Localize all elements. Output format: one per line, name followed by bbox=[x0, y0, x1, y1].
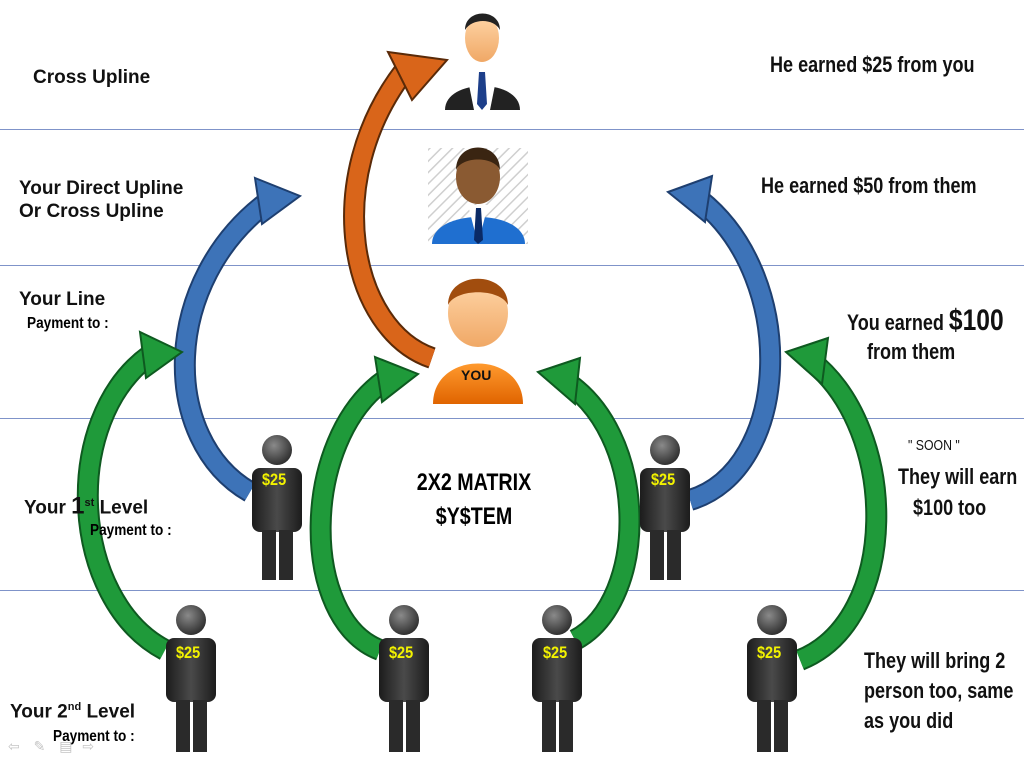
note-from-them: from them bbox=[867, 339, 956, 364]
note-bring-line1: They will bring 2 bbox=[864, 648, 1006, 673]
note-you-earned-amount: $100 bbox=[948, 304, 1004, 337]
green-arrow-mid-right bbox=[536, 356, 641, 650]
back-arrow-icon[interactable]: ⇦ bbox=[8, 738, 20, 754]
amount-level2-d: $25 bbox=[757, 643, 782, 662]
you-label: YOU bbox=[461, 367, 492, 383]
matrix-line-1: 2X2 MATRIX bbox=[416, 469, 532, 496]
stick-figure-level2-d bbox=[747, 605, 797, 752]
forward-arrow-icon[interactable]: ⇨ bbox=[82, 738, 95, 754]
note-bring-line3: as you did bbox=[864, 708, 954, 733]
label-direct-upline-line1: Your Direct Upline bbox=[19, 178, 184, 199]
note-you-earned: You earned $100 bbox=[847, 304, 1004, 338]
blue-arrow-right bbox=[665, 174, 782, 511]
stick-figure-level2-b bbox=[379, 605, 429, 752]
amount-level2-c: $25 bbox=[543, 643, 568, 662]
label-payment-to-line: Payment to : bbox=[27, 315, 109, 332]
note-you-earned-text: You earned bbox=[847, 310, 949, 335]
label-1st-pre: Your bbox=[24, 497, 72, 519]
orange-arrow bbox=[343, 50, 449, 369]
pen-icon[interactable]: ✎ bbox=[33, 738, 46, 754]
label-2nd-pre: Your 2 bbox=[10, 701, 68, 723]
stick-figure-level1-left bbox=[252, 435, 302, 580]
note-he-earned-25: He earned $25 from you bbox=[770, 52, 975, 77]
note-he-earned-50: He earned $50 from them bbox=[761, 173, 977, 198]
label-cross-upline: Cross Upline bbox=[33, 67, 151, 88]
row-divider bbox=[0, 129, 1024, 130]
slide-nav: ⇦ ✎ ▤ ⇨ bbox=[8, 738, 94, 755]
stick-figure-level2-c bbox=[532, 605, 582, 752]
note-they-100-too: $100 too bbox=[913, 495, 987, 520]
label-1st-post: Level bbox=[94, 497, 149, 519]
label-1st-sup: st bbox=[84, 497, 95, 509]
label-your-1st-level: Your 1st Level bbox=[24, 492, 148, 519]
manager-icon bbox=[428, 147, 528, 244]
label-direct-upline: Your Direct Upline Or Cross Upline bbox=[19, 177, 183, 223]
label-payment-to-1st: Payment to : bbox=[90, 522, 172, 539]
note-soon: " SOON " bbox=[908, 437, 960, 454]
green-arrow-far-left bbox=[76, 330, 184, 660]
label-payment-to-2nd: Payment to : bbox=[53, 728, 135, 745]
label-2nd-sup: nd bbox=[67, 701, 82, 713]
you-person-icon bbox=[433, 278, 523, 404]
stick-figure-level2-a bbox=[166, 605, 216, 752]
label-direct-upline-line2: Or Cross Upline bbox=[19, 201, 164, 222]
green-arrow-far-right bbox=[784, 336, 888, 671]
blue-arrow-left bbox=[173, 176, 303, 502]
row-divider bbox=[0, 418, 1024, 419]
note-bring-line2: person too, same bbox=[864, 678, 1014, 703]
amount-level1-left: $25 bbox=[262, 470, 287, 489]
matrix-title: 2X2 MATRIX $Y$TEM bbox=[384, 466, 564, 534]
businessman-icon bbox=[445, 13, 520, 110]
label-your-line: Your Line bbox=[19, 289, 106, 310]
note-they-will-earn: They will earn bbox=[898, 464, 1018, 489]
row-divider bbox=[0, 590, 1024, 591]
amount-level2-b: $25 bbox=[389, 643, 414, 662]
label-1st-num: 1 bbox=[71, 492, 85, 520]
stick-figure-level1-right bbox=[640, 435, 690, 580]
slides-icon[interactable]: ▤ bbox=[59, 738, 73, 754]
amount-level1-right: $25 bbox=[651, 470, 676, 489]
label-your-2nd-level: Your 2nd Level bbox=[10, 696, 135, 723]
amount-level2-a: $25 bbox=[176, 643, 201, 662]
green-arrow-mid-left bbox=[309, 355, 420, 661]
row-divider bbox=[0, 265, 1024, 266]
matrix-line-2: $Y$TEM bbox=[435, 503, 513, 530]
label-2nd-post: Level bbox=[81, 701, 136, 723]
